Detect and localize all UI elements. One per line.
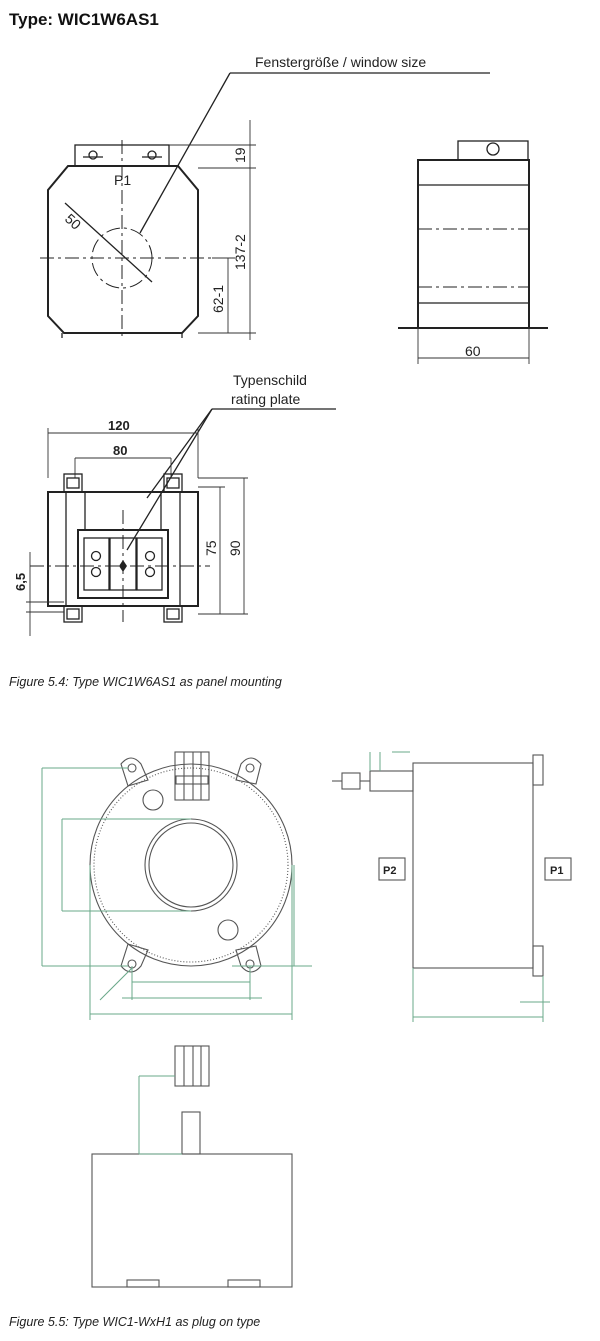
bottom-view-body xyxy=(91,1153,293,1288)
p1-label: P1 xyxy=(114,172,131,188)
terminal-screw-icon xyxy=(90,550,102,562)
toroid-window xyxy=(144,818,238,912)
connector-slot xyxy=(175,775,209,785)
dim-62-label: 62-1 xyxy=(210,285,226,313)
side-terminal-block xyxy=(457,140,529,161)
p2-label: P2 xyxy=(383,865,396,877)
dim-137-label: 137-2 xyxy=(232,234,248,270)
window-size-leader-arrow xyxy=(139,72,231,234)
mount-foot-top-right xyxy=(163,473,183,493)
page-title: Type: WIC1W6AS1 xyxy=(9,10,159,29)
bottom-view-foot xyxy=(126,1279,160,1288)
diameter-label: 50 xyxy=(62,210,84,232)
terminal-screw-icon xyxy=(88,150,98,160)
figure-5-4-drawing: Fenstergröße / window size P1 50 19 137-… xyxy=(13,54,548,636)
mount-lug-top-right xyxy=(235,757,262,785)
diameter-leader xyxy=(64,202,153,283)
mount-hole-icon xyxy=(66,608,80,620)
p1-box xyxy=(544,857,572,881)
plug-connector xyxy=(174,751,210,801)
figure-5-5-drawing: P2 P1 xyxy=(41,751,572,1288)
figure-5-4-caption: Figure 5.4: Type WIC1W6AS1 as panel moun… xyxy=(9,675,282,689)
terminal-right xyxy=(136,537,163,591)
mount-hole-icon xyxy=(166,608,180,620)
mount-foot-bottom-right xyxy=(163,605,183,623)
dim-19-label: 19 xyxy=(232,147,248,163)
mount-hole-icon xyxy=(142,789,164,811)
figure-5-5-caption: Figure 5.5: Type WIC1-WxH1 as plug on ty… xyxy=(9,1315,261,1329)
rating-plate-arrow xyxy=(146,408,213,499)
bottom-view-connector xyxy=(174,1045,210,1087)
side-view-body xyxy=(412,762,534,969)
mount-hole-icon xyxy=(166,477,180,489)
toroid-window-inner xyxy=(148,822,234,908)
rating-plate-en-label: rating plate xyxy=(231,391,300,407)
p1-label: P1 xyxy=(550,865,563,877)
terminal-screw-icon xyxy=(144,550,156,562)
terminal-screw-icon xyxy=(90,566,102,578)
mount-lug-top-left xyxy=(120,757,149,787)
mount-foot-top-left xyxy=(63,473,83,493)
mount-hole-icon xyxy=(66,477,80,489)
terminal-left xyxy=(83,537,110,591)
terminal-screw-icon xyxy=(147,150,157,160)
dim-60-label: 60 xyxy=(465,343,481,359)
dim-80-label: 80 xyxy=(113,443,127,458)
mount-lug-bottom-left xyxy=(120,943,149,973)
bottom-view-plug-stem xyxy=(181,1111,201,1155)
plug-head xyxy=(341,772,361,790)
terminal-screw-icon xyxy=(144,566,156,578)
dim-120-label: 120 xyxy=(108,418,130,433)
dim-6-5-label: 6,5 xyxy=(13,573,28,591)
window-hole xyxy=(91,227,153,289)
toroid-outer-edge xyxy=(93,767,289,963)
dim-diagonal xyxy=(99,967,133,1001)
lug-hole-icon xyxy=(127,763,137,773)
mount-lug-bottom-right xyxy=(235,945,262,973)
side-flange-top xyxy=(532,754,544,786)
plug-housing xyxy=(369,770,414,792)
front-view-body xyxy=(47,165,199,334)
side-terminal-screw-icon xyxy=(486,142,500,156)
side-flange-bottom xyxy=(532,945,544,977)
dim-90-label: 90 xyxy=(227,540,243,556)
window-size-label: Fenstergröße / window size xyxy=(255,54,426,70)
p2-box xyxy=(378,857,406,881)
rating-plate-de-label: Typenschild xyxy=(233,372,307,388)
lug-hole-icon xyxy=(245,763,255,773)
toroid-outer xyxy=(89,763,293,967)
rating-plate-arrow xyxy=(126,408,213,551)
mount-foot-bottom-left xyxy=(63,605,83,623)
bottom-view-foot xyxy=(227,1279,261,1288)
mount-hole-icon xyxy=(217,919,239,941)
dim-75-label: 75 xyxy=(203,540,219,556)
